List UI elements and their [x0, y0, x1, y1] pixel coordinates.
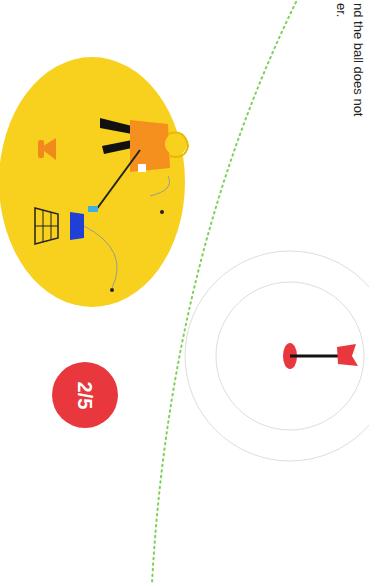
flag-pole [290, 355, 345, 358]
instruction-text: nd the ball does not [350, 3, 366, 116]
ball-path [84, 226, 117, 288]
step-text: 2/5 [74, 381, 97, 409]
ball [110, 288, 114, 292]
cup [70, 212, 84, 240]
ball [160, 210, 164, 214]
basket [35, 208, 58, 244]
putting-zone [0, 57, 185, 307]
ball-path [150, 176, 170, 196]
flag [337, 344, 358, 366]
target-ring [216, 282, 364, 430]
step-counter: 2/5 [52, 362, 118, 428]
instruction-text: er. [333, 3, 349, 17]
cone-base [38, 140, 44, 158]
distance-arc [152, 2, 296, 583]
golfer [88, 118, 188, 212]
target-ring [185, 251, 369, 461]
